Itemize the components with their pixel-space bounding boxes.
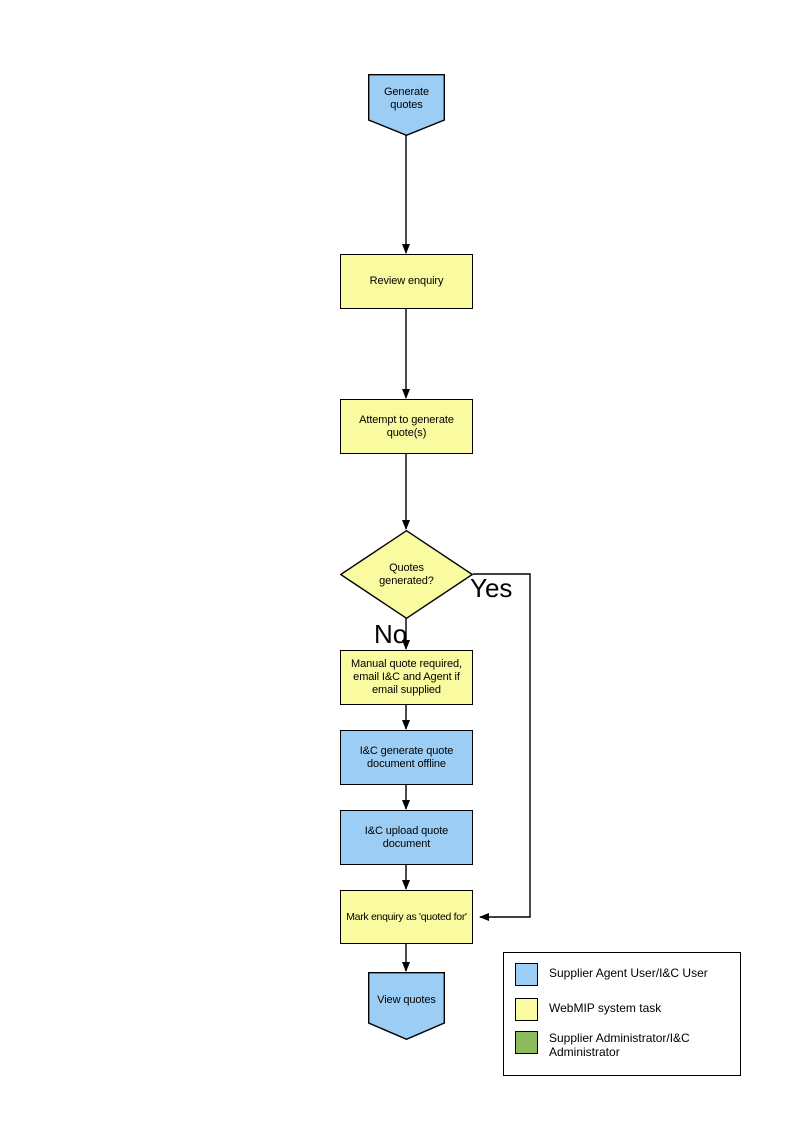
legend-item-supplier-agent-user: Supplier Agent User/I&C User — [515, 963, 708, 986]
pentagon-shape — [368, 972, 445, 1040]
legend-item-supplier-administrator: Supplier Administrator/I&C Administrator — [515, 1031, 690, 1059]
node-label: I&C generate quote document offline — [359, 744, 454, 770]
legend-label: Supplier Administrator/I&C Administrator — [549, 1031, 690, 1059]
legend-swatch-blue — [515, 963, 538, 986]
branch-label-no: No — [374, 619, 408, 649]
legend-label: WebMIP system task — [549, 1001, 662, 1015]
node-manual-quote-required[interactable]: Manual quote required, email I&C and Age… — [340, 650, 473, 705]
node-view-quotes[interactable]: View quotes — [368, 972, 445, 1040]
node-label: I&C upload quote document — [364, 824, 449, 850]
node-label: View quotes — [377, 993, 436, 1006]
legend-item-webmip-system-task: WebMIP system task — [515, 998, 661, 1021]
node-label: Review enquiry — [369, 275, 444, 287]
node-label: Manual quote required, email I&C and Age… — [351, 658, 462, 696]
node-quotes-generated-decision[interactable]: Quotes generated? — [340, 530, 473, 619]
node-mark-enquiry-quoted-for[interactable]: Mark enquiry as 'quoted for' — [340, 890, 473, 944]
legend-swatch-yellow — [515, 998, 538, 1021]
node-ic-upload-quote-document[interactable]: I&C upload quote document — [340, 810, 473, 865]
legend-swatch-green — [515, 1031, 538, 1054]
node-label: Quotes generated? — [379, 561, 434, 587]
node-generate-quotes[interactable]: Generate quotes — [368, 74, 445, 136]
diamond-shape — [340, 530, 473, 619]
node-label: Mark enquiry as 'quoted for' — [346, 910, 467, 923]
legend: Supplier Agent User/I&C User WebMIP syst… — [503, 952, 741, 1076]
node-ic-generate-quote-document-offline[interactable]: I&C generate quote document offline — [340, 730, 473, 785]
node-label: Attempt to generate quote(s) — [359, 413, 454, 439]
pentagon-shape — [368, 74, 445, 136]
node-label: Generate quotes — [383, 86, 430, 111]
node-attempt-to-generate-quotes[interactable]: Attempt to generate quote(s) — [340, 399, 473, 454]
connector-decision-yes-to-mark — [473, 573, 531, 921]
node-review-enquiry[interactable]: Review enquiry — [340, 254, 473, 309]
branch-label-yes: Yes — [470, 573, 513, 603]
legend-label: Supplier Agent User/I&C User — [549, 966, 708, 980]
